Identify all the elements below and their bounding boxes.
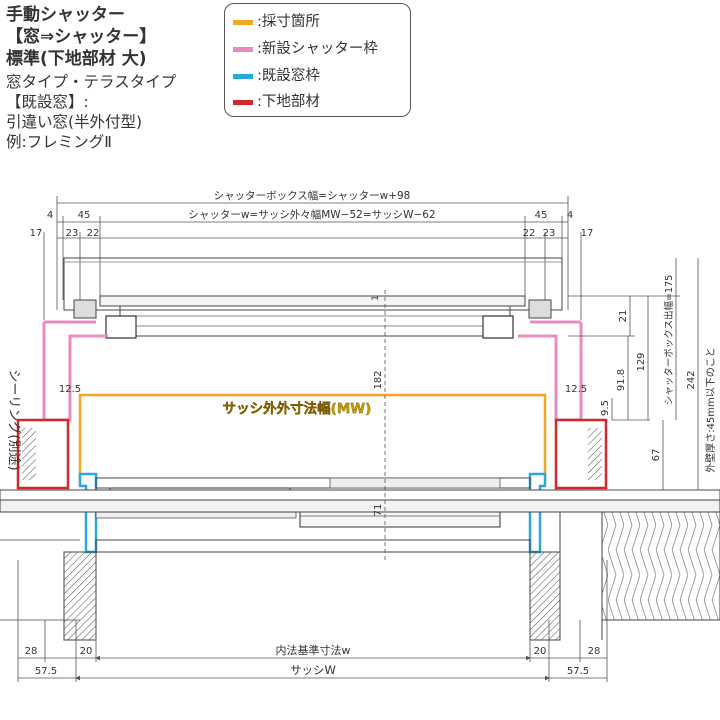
wall-thickness-note: 外壁厚さ:45mm以下のこと [704,347,717,473]
dim-21: 21 [618,310,629,323]
dim-20-left: 20 [80,646,93,657]
new-shutter-frame-pink [42,320,583,422]
dim-67: 67 [651,449,662,462]
dim-45-right: 45 [535,210,548,221]
dim-12-5-right: 12.5 [565,384,587,395]
legend-label: :既設窓枠 [257,68,320,84]
title-block: 手動シャッター 【窓⇒シャッター】 標準(下地部材 大) 窓タイプ・テラスタイプ… [6,4,226,152]
dim-242: 242 [686,370,697,389]
dim-22-left: 22 [87,228,100,239]
legend-label: :新設シャッター枠 [257,41,378,57]
bottom-dimension-lines [17,560,608,682]
dim-57-5-right: 57.5 [567,666,589,677]
title-line-3: 標準(下地部材 大) [6,49,147,69]
dim-28-right: 28 [588,646,601,657]
inner-width-label: 内法基準寸法w [276,643,351,657]
dim-23-right: 23 [543,228,556,239]
dim-12-5-left: 12.5 [59,384,81,395]
dim-129: 129 [636,352,647,371]
legend-label: :採寸箇所 [257,14,320,30]
dim-1: 1 [371,295,381,301]
wall-structure [0,489,720,641]
mw-label: サッシ外外寸法幅(MW) [223,400,372,417]
base-member-red [16,418,608,490]
right-dimension-lines [568,258,700,491]
shutter-box [63,257,563,339]
dim-9-5: 9.5 [600,400,611,416]
legend-label: :下地部材 [257,94,320,110]
existing-window-frame-blue [78,472,547,554]
dim-71: 71 [373,504,384,517]
dim-17-left: 17 [30,228,43,239]
dim-4-left: 4 [47,210,53,221]
legend-item-existing-window-frame: :既設窓枠 [233,64,320,85]
dim-28-left: 28 [25,646,38,657]
legend-item-new-shutter-frame: :新設シャッター枠 [233,37,378,58]
mw-label-bg [206,398,388,417]
shutter-width-formula: シャッターw=サッシ外々幅MW−52=サッシW−62 [188,208,435,221]
dim-91-8: 91.8 [616,369,627,391]
subtitle-line-2: 【既設窓】: [6,93,89,111]
title-line-1: 手動シャッター [6,5,125,25]
dim-45-left: 45 [78,210,91,221]
dim-20-right: 20 [534,646,547,657]
box-projection-label: シャッターボックス出幅=175 [663,275,675,405]
subtitle-line-4: 例:フレミングⅡ [6,133,112,151]
legend-item-measure-point: :採寸箇所 [233,10,320,31]
legend-swatch-orange [233,19,253,25]
dim-4-right: 4 [567,210,573,221]
dim-182: 182 [373,370,384,389]
box-width-formula: シャッターボックス幅=シャッターw+98 [214,189,411,202]
title-line-2: 【窓⇒シャッター】 [6,27,157,47]
dim-23-left: 23 [66,228,79,239]
dim-17-right: 17 [581,228,594,239]
dim-57-5-left: 57.5 [35,666,57,677]
legend-swatch-blue [233,73,253,79]
measure-bracket-orange [78,393,547,480]
legend-item-base-member: :下地部材 [233,90,320,111]
legend-swatch-red [233,99,253,105]
dim-22-right: 22 [523,228,536,239]
subtitle-line-3: 引違い窓(半外付型) [6,113,143,131]
sealing-label: シーリング(別途) [6,369,22,470]
sash-width-label: サッシW [290,663,336,677]
subtitle-line-1: 窓タイプ・テラスタイプ [6,73,177,91]
legend-box: :採寸箇所 :新設シャッター枠 :既設窓枠 :下地部材 [224,3,411,117]
legend-swatch-pink [233,46,253,52]
